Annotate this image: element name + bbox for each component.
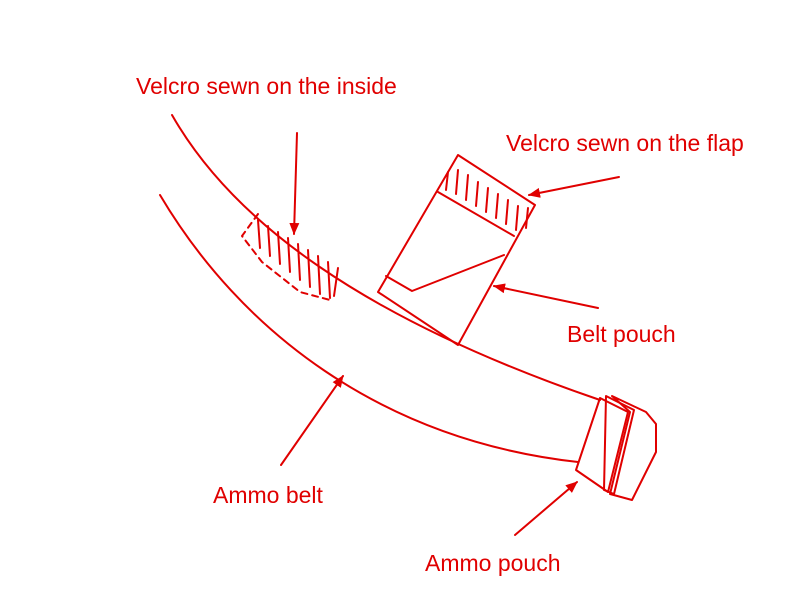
- velcro-inside-outline: [241, 213, 331, 301]
- label-ammo-belt: Ammo belt: [213, 482, 324, 508]
- arrow-ammo-pouch: [514, 481, 578, 536]
- arrow-velcro-flap: [528, 176, 620, 198]
- label-ammo-pouch: Ammo pouch: [425, 550, 561, 576]
- ammo-pouch: [575, 395, 657, 501]
- belt-pouch-body: [377, 154, 536, 346]
- belt-pouch: [377, 154, 536, 346]
- label-belt-pouch: Belt pouch: [567, 321, 676, 347]
- arrow-ammo-belt: [280, 375, 344, 466]
- ammo-pouch-middle: [603, 395, 635, 495]
- velcro-patch-inside: [241, 213, 339, 301]
- ammo-pouch-front: [575, 397, 629, 493]
- label-velcro-flap: Velcro sewn on the flap: [506, 130, 744, 156]
- ammo-belt-outer-edge: [171, 114, 601, 401]
- arrow-belt-pouch: [493, 283, 599, 309]
- ammo-pouch-back: [609, 395, 657, 501]
- arrow-velcro-inside: [289, 132, 300, 235]
- ammo-belt-inner-edge: [159, 194, 579, 463]
- belt-pouch-flap-edge: [385, 254, 505, 292]
- velcro-patch-flap: [445, 169, 529, 231]
- belt-pouch-flap-fold: [437, 191, 515, 237]
- label-velcro-inside: Velcro sewn on the inside: [136, 73, 397, 99]
